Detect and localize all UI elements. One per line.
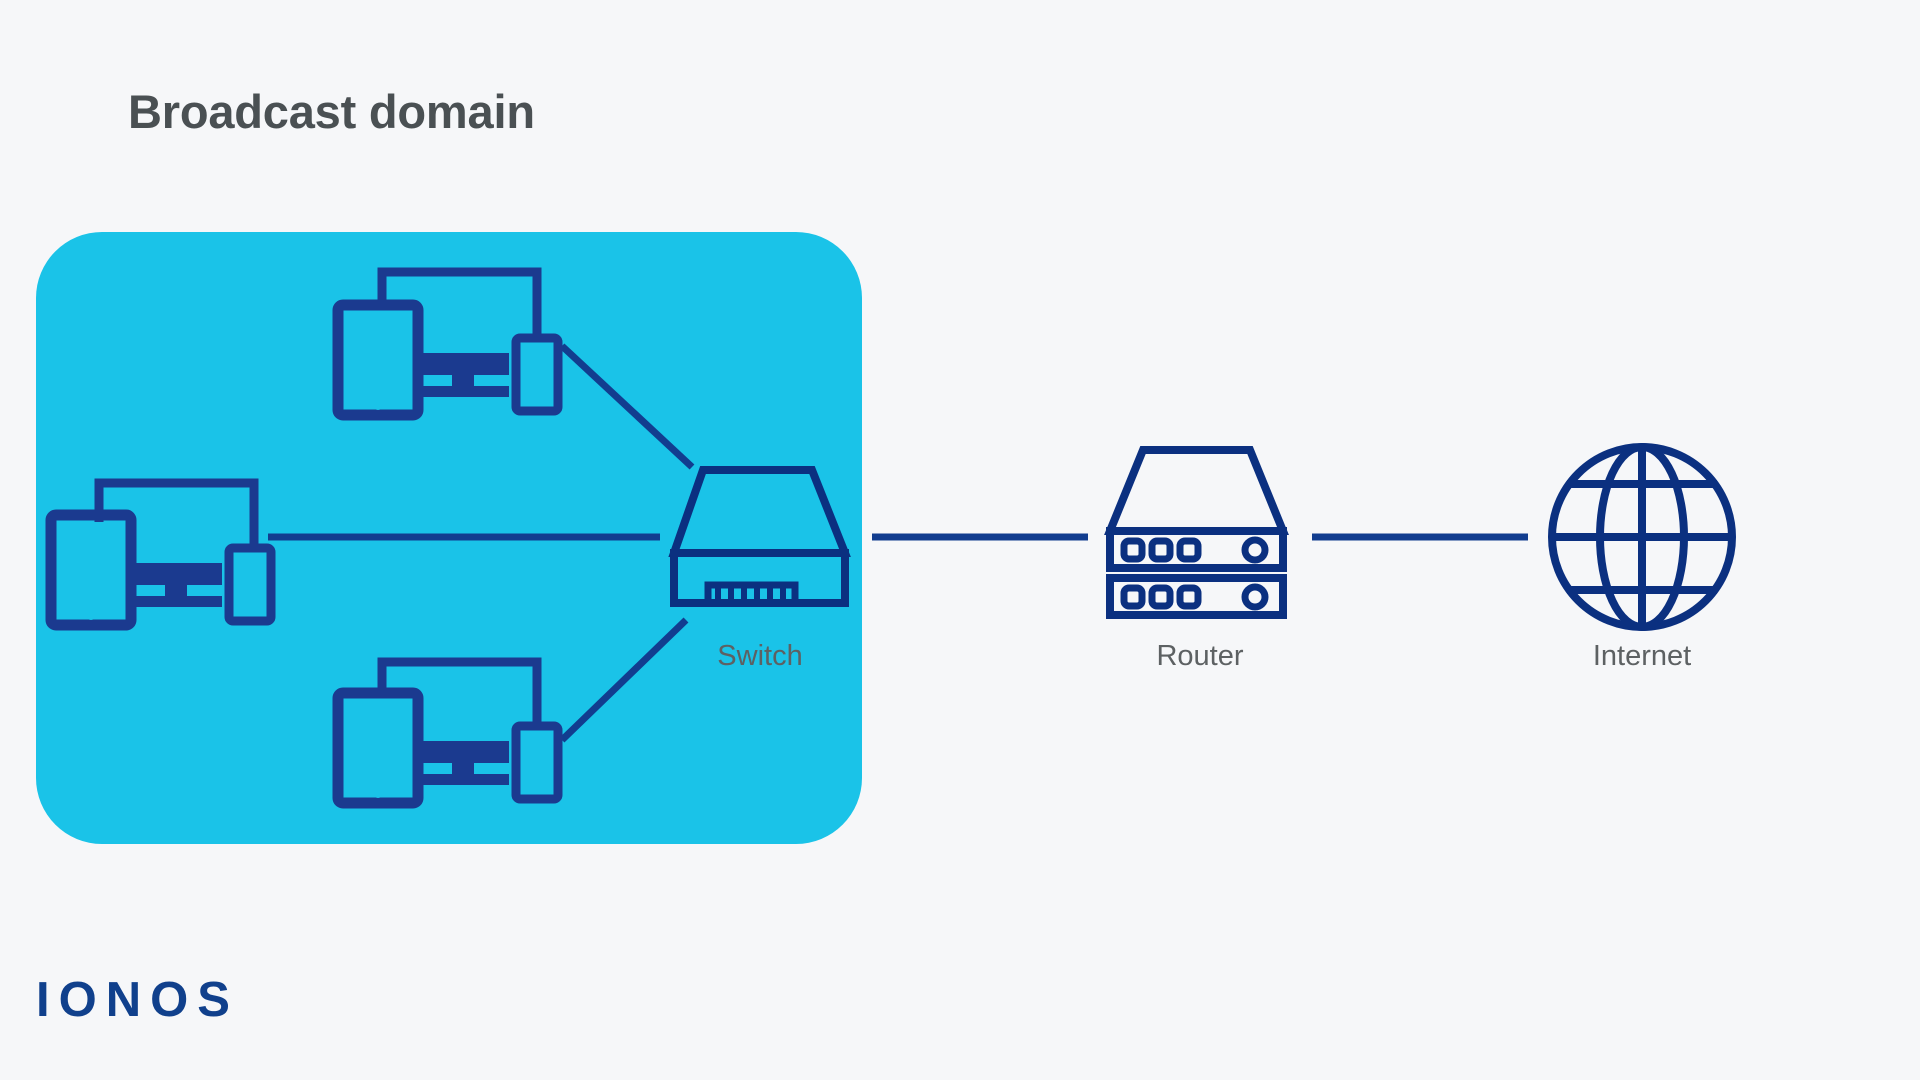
phone-icon bbox=[224, 543, 276, 626]
device-cluster-bottom[interactable] bbox=[332, 657, 563, 809]
cluster-bracket bbox=[377, 267, 542, 341]
internet-label: Internet bbox=[1593, 640, 1691, 672]
link-top-cluster-to-switch bbox=[559, 343, 695, 470]
link-bottom-cluster-to-switch bbox=[559, 617, 689, 743]
device-cluster-left[interactable] bbox=[45, 478, 276, 631]
link-group bbox=[268, 343, 1528, 743]
cluster-bracket bbox=[377, 657, 542, 728]
switch-label: Switch bbox=[717, 640, 802, 672]
router-label: Router bbox=[1156, 640, 1243, 672]
globe-icon bbox=[1548, 443, 1736, 631]
router-node[interactable]: Router bbox=[1104, 446, 1289, 672]
phone-icon bbox=[511, 721, 563, 804]
switch-icon bbox=[668, 466, 851, 607]
monitor-icon bbox=[417, 741, 509, 785]
internet-node[interactable]: Internet bbox=[1548, 443, 1736, 672]
switch-node[interactable]: Switch bbox=[668, 466, 851, 672]
monitor-icon bbox=[130, 563, 222, 607]
router-icon bbox=[1104, 446, 1289, 619]
ionos-logo: IONOS bbox=[36, 973, 239, 1027]
device-cluster-top[interactable] bbox=[332, 267, 563, 421]
monitor-icon bbox=[417, 353, 509, 397]
page-title: Broadcast domain bbox=[128, 85, 535, 138]
cluster-bracket bbox=[94, 478, 259, 552]
phone-icon bbox=[511, 333, 563, 416]
